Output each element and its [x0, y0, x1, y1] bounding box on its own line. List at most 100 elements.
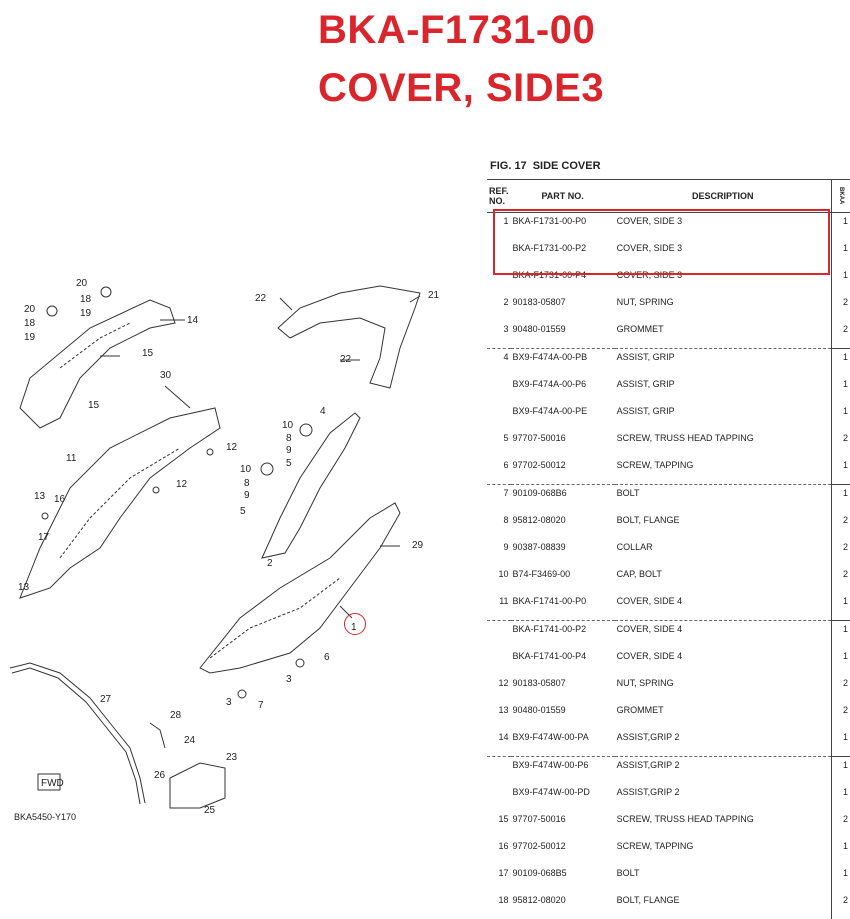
qty-cell: 2	[830, 539, 850, 566]
part-no-cell: BKA-F1731-00-P2	[512, 243, 587, 253]
svg-text:18: 18	[80, 294, 92, 305]
part-no-cell: 90183-05807	[512, 297, 566, 307]
part-no-cell: BKA-F1741-00-P2	[510, 620, 615, 648]
qty-header: BKAA	[830, 179, 850, 213]
description-cell: SCREW, TAPPING	[616, 841, 694, 851]
ref-no-cell	[487, 756, 511, 784]
svg-text:19: 19	[24, 332, 36, 343]
qty-cell: 1	[830, 403, 850, 430]
highlight-circle-item-1	[344, 613, 366, 635]
svg-text:16: 16	[54, 494, 66, 505]
part-no-header: PART NO.	[510, 179, 615, 213]
svg-text:25: 25	[204, 805, 216, 816]
svg-text:13: 13	[34, 491, 46, 502]
part-no-cell: BKA-F1731-00-P0	[510, 212, 615, 240]
ref-no-cell: 11	[499, 596, 509, 606]
svg-text:12: 12	[176, 479, 188, 490]
description-cell: CAP, BOLT	[616, 569, 662, 579]
qty-cell: 2	[830, 512, 850, 539]
part-no-cell: 90480-01559	[512, 324, 566, 334]
part-name-title: COVER, SIDE3	[318, 66, 605, 110]
description-cell: COVER, SIDE 4	[614, 620, 832, 648]
ref-no-cell: 5	[503, 433, 509, 443]
svg-text:11: 11	[66, 453, 77, 464]
ref-no-cell: 1	[487, 212, 511, 240]
svg-text:28: 28	[170, 710, 182, 721]
svg-text:21: 21	[428, 290, 440, 301]
description-cell: ASSIST,GRIP 2	[614, 756, 832, 784]
qty-cell: 2	[830, 294, 850, 321]
qty-cell: 2	[830, 702, 850, 729]
svg-text:13: 13	[18, 582, 30, 593]
figure-name: SIDE COVER	[532, 160, 601, 172]
grip-left	[19, 299, 176, 429]
svg-text:8: 8	[286, 433, 292, 444]
description-cell: NUT, SPRING	[616, 297, 674, 307]
part-no-cell: 97702-50012	[512, 460, 566, 470]
qty-cell: 1	[830, 729, 850, 757]
part-no-cell: BKA-F1741-00-P4	[512, 651, 587, 661]
ref-no-cell: 16	[498, 841, 509, 851]
part-no-cell: B74-F3469-00	[512, 569, 571, 579]
qty-cell: 1	[830, 838, 850, 865]
part-no-cell: 95812-08020	[512, 515, 566, 525]
description-cell: ASSIST,GRIP 2	[616, 732, 680, 742]
description-cell: GROMMET	[616, 705, 664, 715]
part-no-cell: 90387-08839	[512, 542, 566, 552]
svg-text:22: 22	[340, 354, 352, 365]
part-no-cell: BKA-F1731-00-P4	[512, 270, 587, 280]
figure-code: BKA5450-Y170	[14, 812, 77, 822]
svg-text:27: 27	[100, 694, 112, 705]
ref-no-cell: 10	[498, 569, 509, 579]
part-no-cell: 90183-05807	[512, 678, 566, 688]
qty-cell: 2	[830, 430, 850, 457]
qty-cell: 1	[830, 376, 850, 403]
reservoir-tank	[169, 762, 226, 809]
hose	[9, 662, 146, 804]
svg-text:3: 3	[226, 697, 232, 708]
qty-cell: 1	[830, 756, 850, 784]
description-cell: ASSIST, GRIP	[614, 348, 832, 376]
ref-no-cell: 3	[503, 324, 509, 334]
ref-no-cell: 4	[487, 348, 511, 376]
part-no-cell: BKA-F1741-00-P0	[512, 596, 587, 606]
qty-cell: 1	[830, 484, 850, 512]
svg-text:19: 19	[80, 308, 92, 319]
ref-no-cell: 9	[503, 542, 509, 552]
svg-text:22: 22	[255, 293, 267, 304]
ref-no-cell: 8	[503, 515, 509, 525]
svg-text:4: 4	[320, 406, 326, 417]
ref-no-cell: 13	[498, 705, 509, 715]
svg-text:5: 5	[286, 458, 292, 469]
parts-table-header: REF. NO. PART NO. DESCRIPTION BKAA	[487, 179, 850, 213]
svg-text:26: 26	[154, 770, 166, 781]
qty-cell: 1	[830, 240, 850, 267]
ref-no-cell	[487, 376, 511, 403]
part-no-cell: BX9-F474A-00-PB	[510, 348, 615, 376]
svg-text:5: 5	[240, 506, 246, 517]
part-no-cell: 97707-50016	[512, 433, 566, 443]
svg-text:3: 3	[286, 674, 292, 685]
ref-no-header: REF. NO.	[487, 179, 511, 213]
part-no-cell: BX9-F474W-00-PD	[512, 787, 590, 797]
qty-cell: 1	[830, 784, 850, 811]
svg-text:10: 10	[282, 420, 294, 431]
svg-text:15: 15	[142, 348, 154, 359]
svg-text:9: 9	[286, 445, 292, 456]
part-number-title: BKA-F1731-00	[318, 8, 596, 52]
